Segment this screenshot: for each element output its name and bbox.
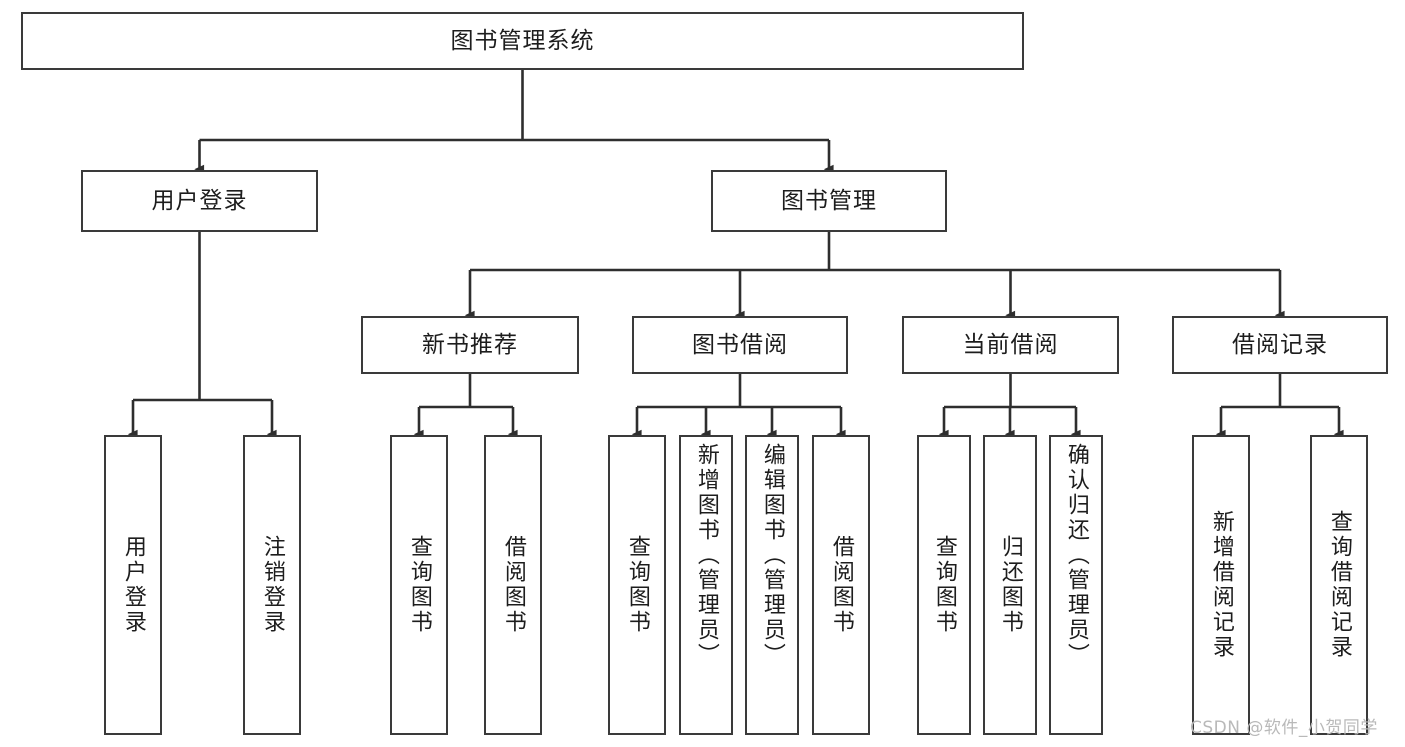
node-borrow[interactable]: 图书借阅 <box>632 316 848 374</box>
node-leaf-cur-2[interactable]: 归还图书 <box>983 435 1037 735</box>
node-root[interactable]: 图书管理系统 <box>21 12 1024 70</box>
node-label: 借阅图书 <box>500 535 526 635</box>
node-leaf-login-1[interactable]: 用户登录 <box>104 435 162 735</box>
csdn-watermark: CSDN @软件_小贺同学 <box>1190 718 1378 738</box>
node-leaf-bor-2[interactable]: 新增图书（管理员） <box>679 435 733 735</box>
node-label: 图书管理 <box>781 187 877 214</box>
node-leaf-rec-2[interactable]: 查询借阅记录 <box>1310 435 1368 735</box>
node-label: 图书管理系统 <box>450 27 595 54</box>
node-label: 归还图书 <box>997 535 1023 635</box>
node-label: 借阅记录 <box>1232 331 1328 358</box>
node-leaf-cur-1[interactable]: 查询图书 <box>917 435 971 735</box>
node-label: 查询图书 <box>406 535 432 635</box>
node-label: 查询借阅记录 <box>1326 510 1352 660</box>
node-records[interactable]: 借阅记录 <box>1172 316 1388 374</box>
node-label: 编辑图书（管理员） <box>759 443 785 668</box>
node-leaf-login-2[interactable]: 注销登录 <box>243 435 301 735</box>
node-leaf-new-2[interactable]: 借阅图书 <box>484 435 542 735</box>
node-label: 注销登录 <box>259 535 285 635</box>
node-newbook[interactable]: 新书推荐 <box>361 316 579 374</box>
node-label: 图书借阅 <box>692 331 788 358</box>
node-current[interactable]: 当前借阅 <box>902 316 1119 374</box>
node-label: 新增借阅记录 <box>1208 510 1234 660</box>
node-leaf-new-1[interactable]: 查询图书 <box>390 435 448 735</box>
node-label: 确认归还（管理员） <box>1063 443 1089 668</box>
node-leaf-bor-4[interactable]: 借阅图书 <box>812 435 870 735</box>
node-label: 用户登录 <box>120 535 146 635</box>
node-leaf-rec-1[interactable]: 新增借阅记录 <box>1192 435 1250 735</box>
node-login[interactable]: 用户登录 <box>81 170 318 232</box>
node-bookmgmt[interactable]: 图书管理 <box>711 170 947 232</box>
node-label: 当前借阅 <box>962 331 1059 358</box>
node-label: 借阅图书 <box>828 535 854 635</box>
edge-paths <box>127 70 1344 439</box>
node-label: 新增图书（管理员） <box>693 443 719 668</box>
node-leaf-cur-3[interactable]: 确认归还（管理员） <box>1049 435 1103 735</box>
node-leaf-bor-3[interactable]: 编辑图书（管理员） <box>745 435 799 735</box>
node-leaf-bor-1[interactable]: 查询图书 <box>608 435 666 735</box>
node-label: 新书推荐 <box>422 331 518 358</box>
node-label: 查询图书 <box>931 535 957 635</box>
node-label: 查询图书 <box>624 535 650 635</box>
node-label: 用户登录 <box>151 187 248 214</box>
